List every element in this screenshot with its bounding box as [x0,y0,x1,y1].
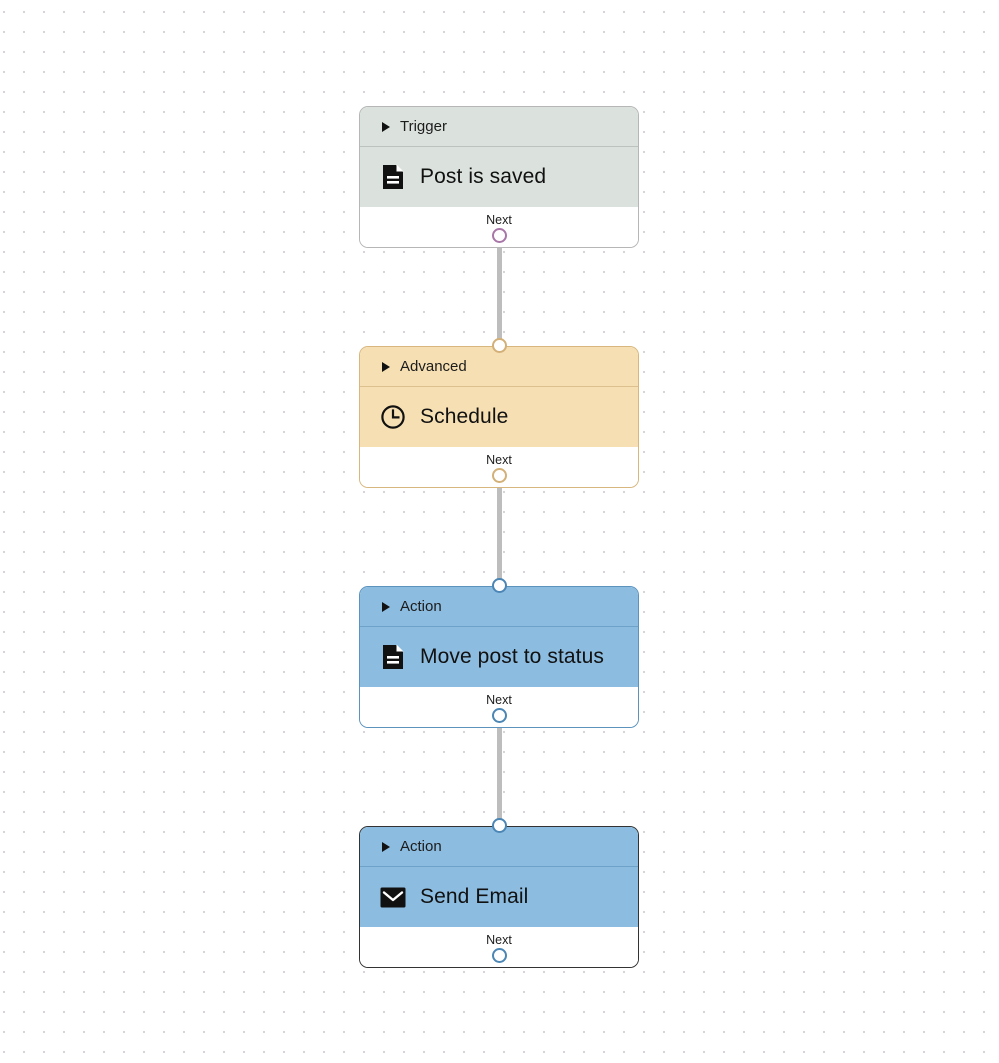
node-next-label: Next [486,693,512,707]
node-body[interactable]: Schedule [360,387,638,447]
connector-edge[interactable] [497,235,502,345]
caret-right-icon[interactable] [382,361,390,372]
node-category-label: Advanced [400,358,467,375]
node-category-label: Trigger [400,118,447,135]
document-icon [380,164,406,190]
node-connection-port[interactable] [492,338,507,353]
node-next-label: Next [486,213,512,227]
node-body[interactable]: Post is saved [360,147,638,207]
node-connection-port[interactable] [492,818,507,833]
envelope-icon [380,884,406,910]
node-body[interactable]: Move post to status [360,627,638,687]
node-title: Schedule [420,405,509,428]
node-header[interactable]: Trigger [360,107,638,147]
node-next-label: Next [486,453,512,467]
node-title: Move post to status [420,645,604,668]
node-next-label: Next [486,933,512,947]
node-header[interactable]: Action [360,587,638,627]
clock-icon [380,404,406,430]
node-connection-port[interactable] [492,468,507,483]
node-header[interactable]: Action [360,827,638,867]
caret-right-icon[interactable] [382,601,390,612]
node-category-label: Action [400,838,442,855]
node-connection-port[interactable] [492,578,507,593]
document-icon [380,644,406,670]
node-header[interactable]: Advanced [360,347,638,387]
caret-right-icon[interactable] [382,121,390,132]
node-title: Send Email [420,885,529,908]
node-connection-port[interactable] [492,228,507,243]
node-connection-port[interactable] [492,948,507,963]
node-connection-port[interactable] [492,708,507,723]
connector-edge[interactable] [497,715,502,825]
connector-edge[interactable] [497,475,502,585]
caret-right-icon[interactable] [382,841,390,852]
node-body[interactable]: Send Email [360,867,638,927]
node-category-label: Action [400,598,442,615]
node-title: Post is saved [420,165,547,188]
